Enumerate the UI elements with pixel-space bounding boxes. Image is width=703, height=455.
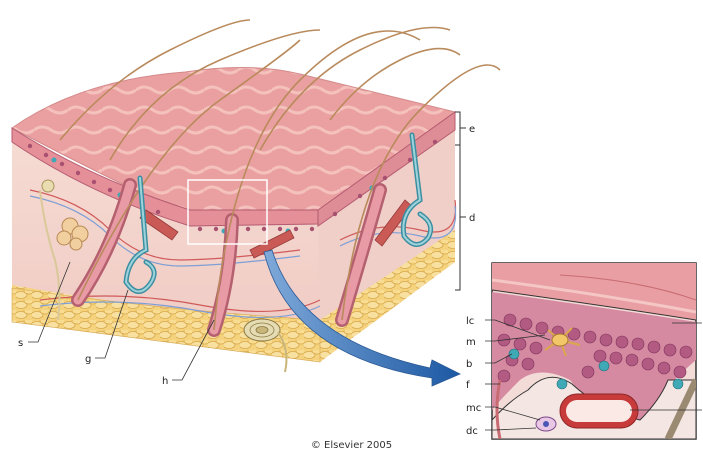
skin-block <box>12 20 500 372</box>
inset-label-lc: lc <box>466 316 474 327</box>
label-g: g <box>85 354 91 365</box>
label-e: e <box>469 124 475 135</box>
copyright-notice: © Elsevier 2005 <box>0 440 703 451</box>
inset-label-mc: mc <box>466 403 481 414</box>
merkel-cell <box>536 417 556 431</box>
inset-label-b: b <box>466 359 472 370</box>
inset-label-dc: dc <box>466 426 478 437</box>
label-h: h <box>162 376 168 387</box>
inset-magnified-view <box>492 263 702 439</box>
label-s: s <box>18 338 23 349</box>
nerve-ending <box>42 180 54 192</box>
inset-label-f: f <box>466 380 470 391</box>
label-d: d <box>469 213 475 224</box>
layer-brackets <box>455 112 466 290</box>
inset-label-m: m <box>466 337 476 348</box>
